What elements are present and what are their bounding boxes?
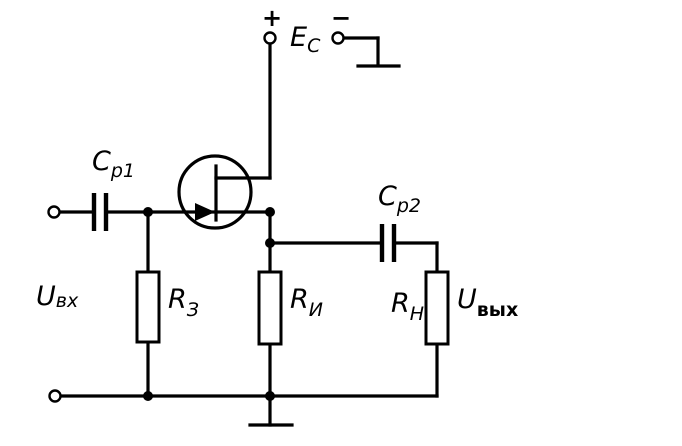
cp1-label: Cp1 [92,146,135,182]
source-junction [265,207,275,217]
supply-minus-terminal [331,31,345,45]
output-junction [265,238,275,248]
gate-junction [143,207,153,217]
output-voltage-label: Uвых [457,284,518,321]
wires [57,36,439,427]
ground-input-terminal [48,389,62,403]
supply-plus-sign: + [262,4,282,32]
jfet-transistor [177,154,253,230]
rn-label: RН [391,288,424,325]
ground-junction-left [143,391,153,401]
ground-junction-center [265,391,275,401]
cp2-label: Cp2 [378,181,421,217]
resistor-rn [424,270,450,346]
input-voltage-label: Uвх [36,281,79,312]
input-terminal [47,205,61,219]
supply-label: EC [290,22,321,57]
capacitor-cp2 [379,224,397,262]
supply-plus-terminal [263,31,277,45]
r3-label: RЗ [168,284,199,321]
ri-label: RИ [290,284,323,321]
resistor-ri [257,270,283,346]
resistor-r3 [135,270,161,344]
capacitor-cp1 [91,193,109,231]
supply-minus-sign: − [331,4,351,32]
gate-arrow-icon [195,203,215,221]
